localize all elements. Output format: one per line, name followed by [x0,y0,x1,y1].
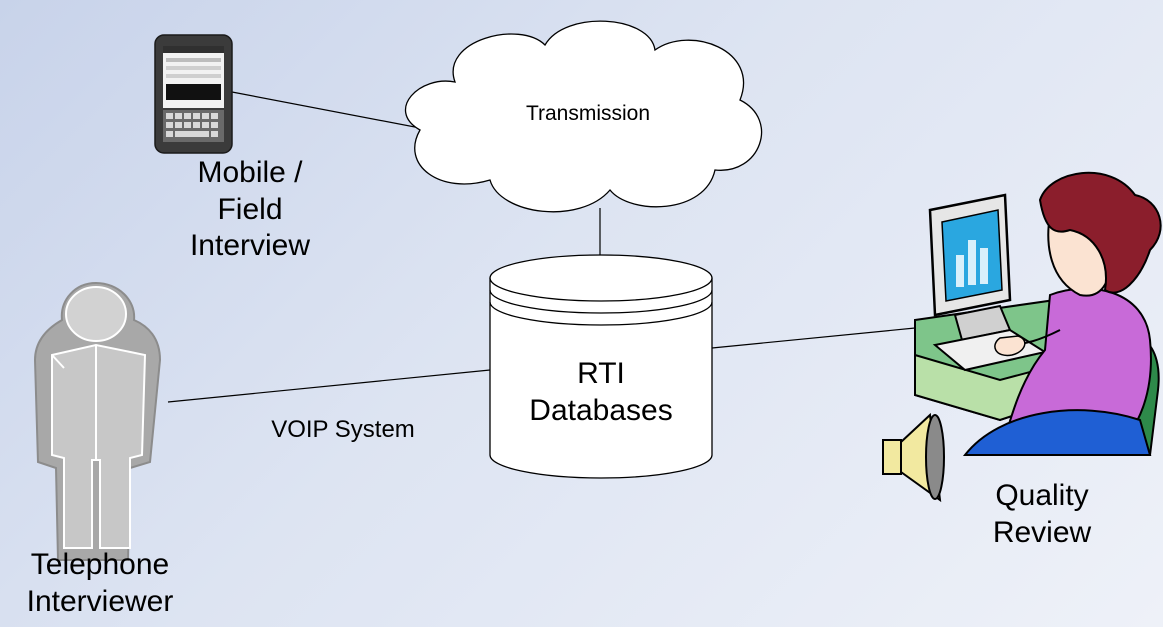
mobile-label: Mobile / Field Interview [150,155,350,265]
database-label-line2: Databases [529,393,673,427]
voip-label: VOIP System [271,416,415,443]
cloud-icon [405,20,763,213]
quality-label-line1: Quality [995,479,1089,512]
telephone-label-line1: Telephone [30,548,170,581]
person-icon [33,281,162,561]
telephone-label: Telephone Interviewer [0,547,200,620]
telephone-label-line2: Interviewer [26,584,174,618]
speaker-icon [882,412,945,503]
database-cylinder-icon [489,254,713,479]
database-label: RTI Databases [500,356,702,429]
computer-user-icon [914,171,1162,456]
mobile-label-line3: Interview [189,229,311,263]
cloud-label: Transmission [525,102,651,125]
edge-database-quality [711,327,916,349]
edge-mobile-cloud [231,91,421,129]
edge-telephone-database [167,369,491,403]
mobile-label-line2: Field [217,192,283,226]
quality-label: Quality Review [942,478,1142,551]
database-label-line1: RTI [577,357,625,390]
mobile-label-line1: Mobile / [197,156,303,189]
quality-label-line2: Review [992,515,1092,549]
tablet-icon [154,34,233,154]
